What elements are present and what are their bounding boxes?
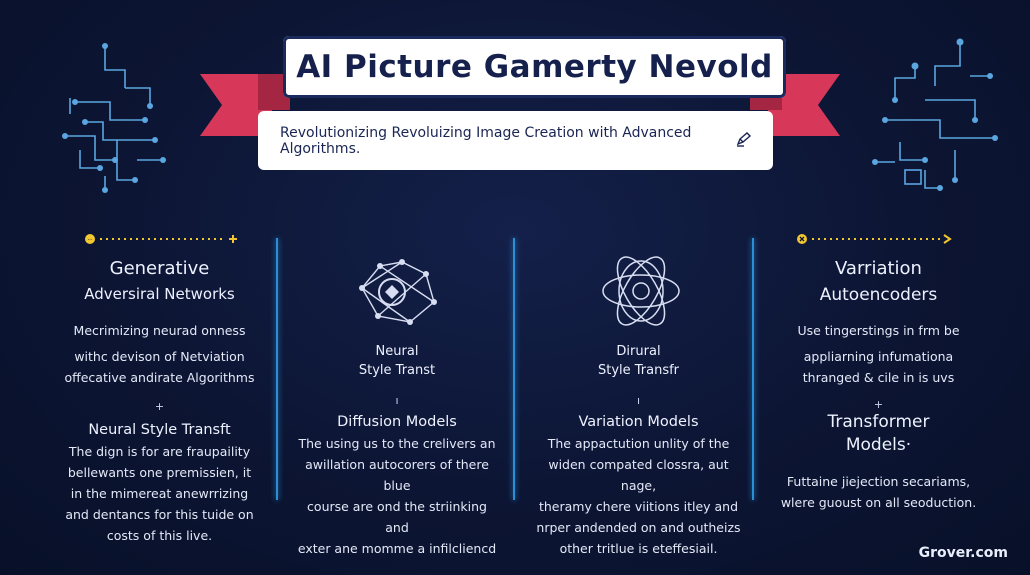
column-subdesc-line: theramy chere viitions itley and <box>538 499 739 514</box>
subtitle-text: Revolutionizing Revoluizing Image Creati… <box>280 124 692 157</box>
page-title: AI Picture Gamerty Nevold <box>283 36 786 98</box>
icon-label-line1: Dirural <box>616 344 661 359</box>
column-divider-2 <box>513 238 515 500</box>
column-desc-line: Mecrimizing neurad onness <box>73 323 246 338</box>
column-vae: Varriation Autoencoders Use tingerstings… <box>776 256 981 513</box>
column-subdesc-line: The using us to the crelivers an <box>298 436 496 451</box>
icon-label-line1: Neural <box>375 344 419 359</box>
column-subtitle-line2: Models· <box>845 435 912 455</box>
column-desc-line: Use tingerstings in frm be <box>797 323 960 338</box>
column-title-line1: Generative <box>109 258 210 279</box>
network-node-icon <box>359 259 437 325</box>
column-title-line1: Varriation <box>835 258 922 279</box>
column-subtitle: Diffusion Models <box>337 414 457 430</box>
column-desc-line: thranged & cile in is uvs <box>802 370 955 385</box>
icon-label-line2: Style Transfr <box>597 363 680 378</box>
column-tick: + <box>154 400 165 413</box>
column-subdesc-line: The dign is for are fraupaility <box>68 444 251 459</box>
column-divider-3 <box>752 238 754 500</box>
column-gan: Generative Adversiral Networks Mecrimizi… <box>62 256 257 546</box>
column-subdesc-line: wlere guoust on all seoduction. <box>780 495 977 510</box>
column-subdesc-line: Futtaine jiejection secariams, <box>786 474 971 489</box>
footer-brand: Grover.com <box>918 545 1008 561</box>
column-title-line2: Adversiral Networks <box>84 285 235 303</box>
svg-text:··: ·· <box>88 236 92 244</box>
column-subdesc-line: in the mimereat anewrrizing <box>70 486 249 501</box>
circuit-graphic-right <box>872 38 998 191</box>
subtitle-banner: Revolutionizing Revoluizing Image Creati… <box>258 111 773 170</box>
column-tick: + <box>873 398 884 411</box>
column-subdesc-line: bellewants one premissien, it <box>67 465 252 480</box>
column-subtitle: Neural Style Transft <box>88 422 231 438</box>
column-subtitle-line1: Transformer <box>827 412 930 432</box>
edit-icon[interactable] <box>735 130 753 148</box>
column-subdesc-line: and dentancs for this tuide on <box>65 507 254 522</box>
column-desc-line: appliarning infumationa <box>803 349 954 364</box>
column-subdesc-line: other tritlue is eteffesiail. <box>559 541 718 556</box>
column-tick: ı <box>395 394 399 407</box>
column-divider-1 <box>276 238 278 500</box>
circuit-graphic-left <box>62 43 166 193</box>
dotted-connector-left: ·· <box>85 234 237 244</box>
atom-orbit-icon <box>602 256 680 326</box>
column-subdesc-line: The appactution unlity of the <box>547 436 730 451</box>
column-tick: ı <box>636 394 641 407</box>
column-subtitle: Variation Models <box>578 414 699 430</box>
column-desc-line: offecative andirate Algorithms <box>64 370 255 385</box>
column-subdesc-line: exter ane momme a infilcliencd <box>297 541 497 556</box>
icon-label-line2: Style Transt <box>358 363 436 378</box>
column-subdesc-line: widen compated clossra, aut nage, <box>548 457 729 493</box>
column-neural-style: Neural Style Transt ı Diffusion Models T… <box>297 342 497 559</box>
column-subdesc-line: awillation autocorers of there blue <box>305 457 489 493</box>
column-subdesc-line: course are ond the striinking and <box>307 499 487 535</box>
column-subdesc-line: nrper andended on and outheizs <box>536 520 741 535</box>
column-dirural-style: Dirural Style Transfr ı Variation Models… <box>536 342 741 559</box>
dotted-connector-right <box>797 234 952 244</box>
column-title-line2: Autoencoders <box>819 285 938 305</box>
column-desc-line: withc devison of Netviation <box>74 349 245 364</box>
column-subdesc-line: costs of this live. <box>106 528 213 543</box>
